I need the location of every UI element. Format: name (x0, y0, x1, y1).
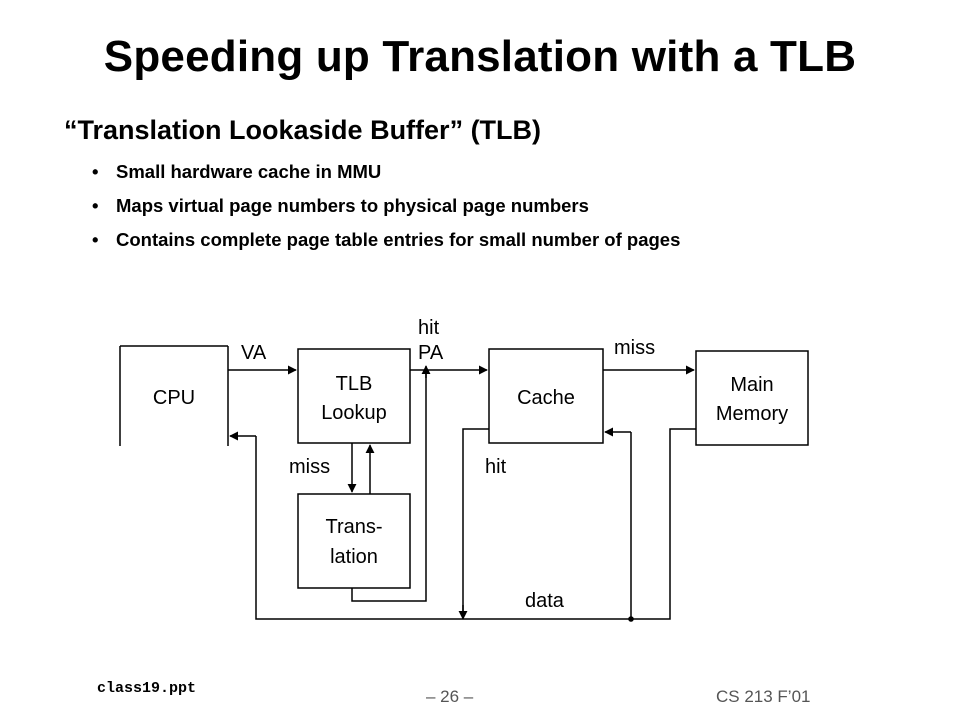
memory-label-line2: Memory (716, 403, 788, 425)
tlb-label-line2: Lookup (321, 402, 387, 424)
bullet-text: Contains complete page table entries for… (116, 229, 681, 250)
bullet-text: Maps virtual page numbers to physical pa… (116, 195, 589, 216)
translation-label-line2: lation (330, 546, 378, 568)
translation-to-pa-line (351, 370, 427, 602)
bullet-text: Small hardware cache in MMU (116, 161, 382, 182)
bullet-item: • Small hardware cache in MMU (92, 160, 680, 194)
bus-junction-dot (628, 616, 634, 622)
slide-subheading: “Translation Lookaside Buffer” (TLB) (64, 115, 542, 145)
bullet-icon: • (92, 195, 99, 216)
tlb-label-line1: TLB (336, 373, 373, 395)
translation-box: Trans- lation (297, 493, 411, 589)
miss-tlb-label: miss (289, 456, 330, 478)
bullet-item: • Contains complete page table entries f… (92, 228, 680, 262)
hit-top-label: hit (418, 317, 440, 339)
footer-page-number: – 26 – (426, 687, 474, 706)
main-memory-box: Main Memory (695, 350, 809, 446)
miss-top-label: miss (614, 337, 655, 359)
cache-hit-line (462, 428, 489, 617)
tlb-lookup-box: TLB Lookup (297, 348, 411, 444)
bullet-icon: • (92, 161, 99, 182)
translation-label-line1: Trans- (325, 516, 382, 538)
memory-data-line (463, 428, 696, 620)
bullet-list: • Small hardware cache in MMU • Maps vir… (92, 160, 680, 262)
slide-title: Speeding up Translation with a TLB (103, 32, 857, 81)
data-label: data (525, 590, 565, 612)
connectors (228, 365, 696, 620)
va-label: VA (241, 342, 267, 364)
hit-cache-label: hit (485, 456, 507, 478)
bullet-item: • Maps virtual page numbers to physical … (92, 194, 680, 228)
cache-label: Cache (517, 387, 575, 409)
data-to-cpu-line (255, 436, 463, 620)
pa-label: PA (418, 342, 444, 364)
bullet-icon: • (92, 229, 99, 250)
footer-course: CS 213 F’01 (716, 687, 811, 706)
memory-label-line1: Main (730, 374, 773, 396)
cpu-box: CPU (119, 345, 229, 446)
cache-box: Cache (488, 348, 604, 444)
cpu-label: CPU (153, 387, 195, 409)
footer-file: class19.ppt (97, 680, 197, 697)
